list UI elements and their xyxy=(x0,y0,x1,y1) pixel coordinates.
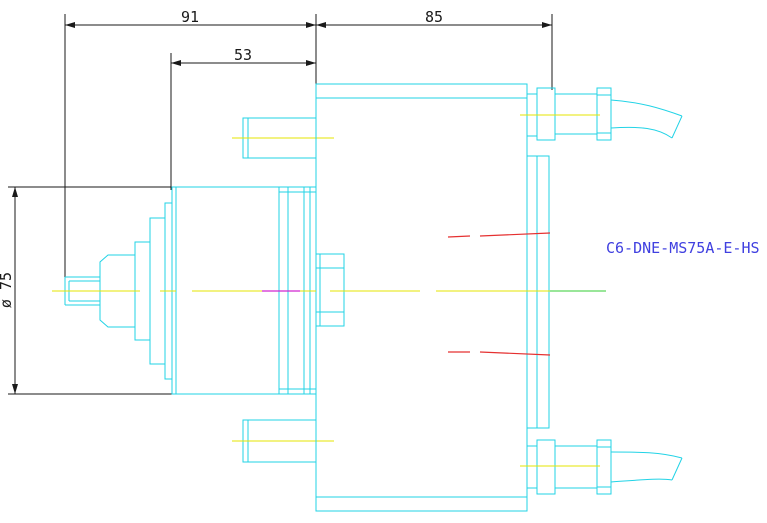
stud-top xyxy=(232,117,334,159)
dimension-91-label: 91 xyxy=(181,8,199,26)
dimension-53: 53 xyxy=(170,46,316,190)
dimension-85-label: 85 xyxy=(425,8,443,26)
dimension-diameter-label: ø 75 xyxy=(0,272,15,308)
dimension-53-label: 53 xyxy=(234,46,252,64)
cable-gland-top xyxy=(520,87,683,141)
part-label: C6-DNE-MS75A-E-HS xyxy=(606,239,760,257)
encoder-body xyxy=(171,84,317,395)
hidden-lines xyxy=(447,232,551,356)
dimension-91: 91 xyxy=(64,8,317,277)
dimension-85: 85 xyxy=(316,8,553,90)
cable-gland-bottom xyxy=(520,439,683,495)
housing xyxy=(315,83,550,512)
stud-bottom xyxy=(232,419,334,463)
